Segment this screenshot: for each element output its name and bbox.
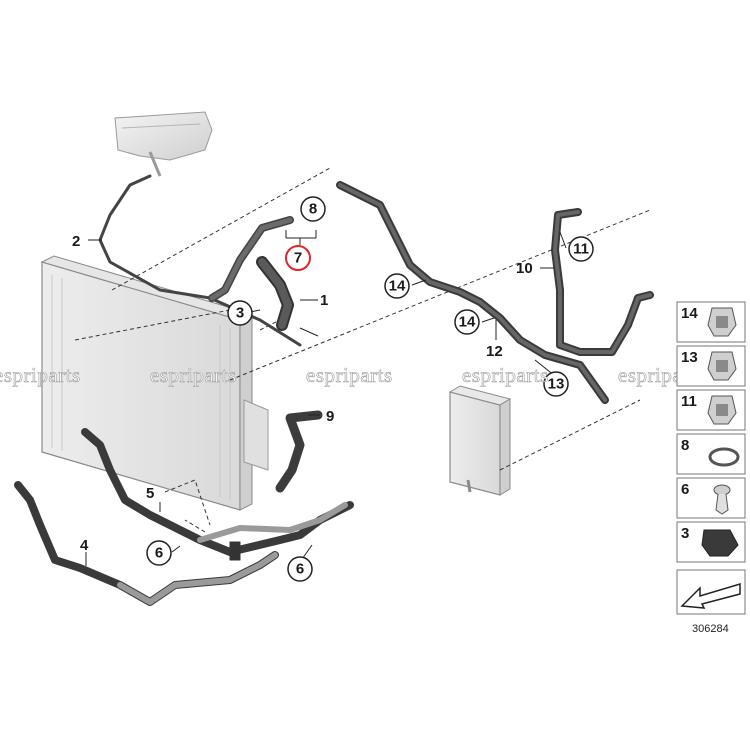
- svg-text:espriparts: espriparts: [0, 363, 81, 387]
- callout-11: 11: [568, 236, 594, 262]
- svg-text:3: 3: [681, 525, 689, 542]
- legend-item-13: 13: [676, 345, 746, 387]
- callouts-plain: 1 2 4 5 9 10 12: [72, 233, 533, 554]
- svg-text:13: 13: [681, 349, 698, 366]
- svg-text:14: 14: [459, 314, 476, 331]
- svg-text:8: 8: [681, 437, 689, 454]
- legend-item-6: 6: [676, 477, 746, 519]
- callout-5: 5: [146, 485, 154, 502]
- svg-text:14: 14: [389, 278, 406, 295]
- callout-8: 8: [300, 196, 326, 222]
- expansion-tank: [114, 111, 213, 177]
- assembly-guide-lines: [74, 167, 651, 533]
- callout-7-highlighted: 7: [285, 245, 311, 271]
- radiator: [40, 255, 269, 511]
- svg-text:espriparts: espriparts: [462, 363, 549, 387]
- callout-2: 2: [72, 233, 80, 250]
- svg-text:espriparts: espriparts: [306, 363, 393, 387]
- callout-6-right: 6: [287, 556, 313, 582]
- callout-9: 9: [326, 408, 334, 425]
- svg-text:13: 13: [548, 376, 565, 393]
- legend-item-11: 11: [676, 389, 746, 431]
- svg-text:3: 3: [236, 305, 244, 322]
- svg-text:8: 8: [309, 201, 317, 218]
- diagram-number: 306284: [692, 623, 729, 635]
- callout-6-left: 6: [146, 540, 172, 566]
- svg-text:espriparts: espriparts: [150, 363, 237, 387]
- svg-text:11: 11: [573, 241, 589, 258]
- legend-arrow-box: [676, 569, 746, 615]
- legend-item-14: 14: [676, 301, 746, 343]
- svg-text:6: 6: [155, 545, 163, 562]
- hoses: [14, 174, 654, 606]
- svg-text:6: 6: [296, 561, 304, 578]
- parts-legend: 14 13 11 8 6 3: [676, 301, 746, 635]
- callout-13: 13: [543, 371, 569, 397]
- hose-10: [551, 208, 654, 356]
- svg-text:11: 11: [681, 393, 697, 410]
- svg-text:14: 14: [681, 305, 698, 322]
- callout-14-lower: 14: [454, 309, 480, 335]
- callout-12: 12: [486, 343, 503, 360]
- legend-item-3: 3: [676, 521, 746, 563]
- callouts-circled: 3 8 7 14 14 11 13 6: [146, 196, 594, 582]
- callout-4: 4: [80, 537, 89, 554]
- svg-text:7: 7: [294, 250, 302, 267]
- legend-item-8: 8: [676, 433, 746, 475]
- callout-1: 1: [320, 292, 328, 309]
- auxiliary-radiator: [448, 385, 512, 496]
- svg-text:6: 6: [681, 481, 689, 498]
- callout-10: 10: [516, 260, 533, 277]
- hose-9: [275, 410, 323, 493]
- callout-14-upper: 14: [384, 273, 410, 299]
- callout-3: 3: [227, 300, 253, 326]
